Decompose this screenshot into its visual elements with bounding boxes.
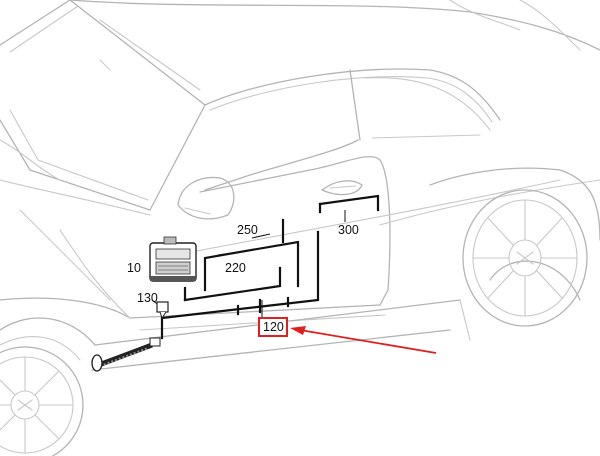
cable-grommet-icon (91, 337, 161, 372)
red-arrow-icon (290, 326, 437, 354)
control-module-icon (149, 236, 197, 282)
wiring-harness (160, 194, 380, 340)
highlight-box (258, 317, 288, 337)
label-branch-250: 250 (237, 223, 258, 237)
plug-connector-icon (156, 301, 169, 320)
car-outline (0, 0, 600, 371)
leader-lines (151, 210, 346, 318)
front-wheel (0, 346, 84, 456)
label-connector: 130 (137, 291, 158, 305)
label-highlighted-120: 120 (263, 320, 284, 334)
label-door-branch-300: 300 (338, 223, 359, 237)
label-branch-220: 220 (225, 261, 246, 275)
label-module: 10 (127, 261, 141, 275)
rear-wheel (462, 189, 588, 327)
